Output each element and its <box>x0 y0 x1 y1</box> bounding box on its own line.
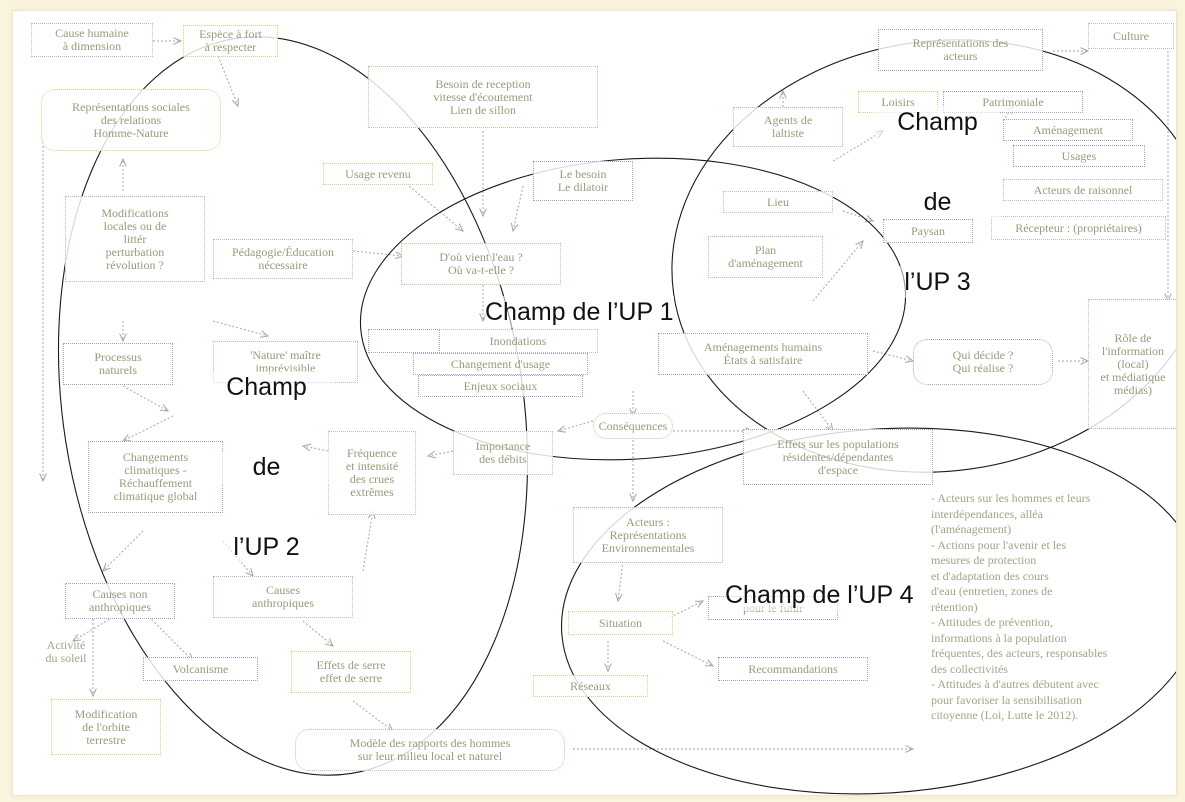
node-acteurs-representations: Acteurs : Représentations Environnementa… <box>573 507 723 563</box>
node-usage-revenu: Usage revenu <box>323 163 433 185</box>
connector <box>618 560 624 601</box>
node-pedagogie: Pédagogie/Éducation nécessaire <box>213 239 353 279</box>
node-usages: Usages <box>1013 145 1145 167</box>
node-espece-respecter: Espèce à fort à respecter <box>183 25 278 57</box>
text-activite-soleil: Activité du soleil <box>45 638 87 665</box>
connector <box>303 446 329 452</box>
node-representations-acteurs: Représentations des acteurs <box>878 29 1043 71</box>
connector <box>302 620 333 646</box>
connector <box>872 350 913 361</box>
node-le-besoin: Le besoin Le dilatoir <box>533 161 633 201</box>
node-modification-orbite: Modification de l'orbite terrestre <box>51 699 161 755</box>
connector <box>662 601 703 622</box>
connector <box>513 185 524 231</box>
connector <box>558 420 594 431</box>
field-label-up1: Champ de l’UP 1 <box>485 296 674 328</box>
diagram-canvas: Cause humaine à dimension Espèce à fort … <box>12 10 1177 796</box>
field-label-up2-line2: de <box>199 451 334 483</box>
node-importance-debits: Importance des débits <box>453 431 553 475</box>
field-label-up2-line1: Champ <box>199 371 334 403</box>
connector <box>352 700 393 731</box>
node-dou-vient-leau: D'où vient l'eau ? Où va-t-elle ? <box>401 243 561 285</box>
node-situation: Situation <box>568 611 673 635</box>
connector <box>428 450 454 456</box>
node-role-information: Rôle de l'information (local) et médiati… <box>1088 299 1176 429</box>
node-processus-naturels: Processus naturels <box>63 343 173 385</box>
connector <box>212 320 268 336</box>
connector <box>1002 106 1013 122</box>
node-qui-decide: Qui décide ? Qui réalise ? <box>913 339 1053 385</box>
field-label-up3-line3: l’UP 3 <box>875 266 1000 298</box>
node-reseaux: Réseaux <box>533 675 648 697</box>
field-label-up4: Champ de l’UP 4 <box>725 579 914 611</box>
node-recepteur: Récepteur : (propriétaires) <box>991 216 1166 240</box>
node-changement-usage: Changement d'usage <box>413 353 588 375</box>
notes-actions: - Acteurs sur les hommes et leurs interd… <box>931 491 1108 722</box>
connector <box>662 640 713 666</box>
node-plan-amenagement: Plan d'aménagement <box>708 236 823 278</box>
connector <box>802 390 833 431</box>
node-modele-rapports: Modèle des rapports des hommes sur leur … <box>295 729 565 771</box>
connector <box>123 415 174 441</box>
node-volcanisme: Volcanisme <box>143 657 258 681</box>
connector <box>832 131 883 162</box>
field-label-up3-line1: Champ <box>875 106 1000 138</box>
node-enjeux-sociaux: Enjeux sociaux <box>418 375 583 397</box>
node-representations-sociales: Représentations sociales des relations H… <box>41 89 221 151</box>
field-label-up3-line2: de <box>875 186 1000 218</box>
node-agents-laltiste: Agents de laltiste <box>733 107 843 147</box>
node-amenagements-humains: Aménagements humains États à satisfaire <box>658 333 868 375</box>
node-frequence-intensite: Fréquence et intensité des crues extrême… <box>328 431 416 515</box>
node-acteurs-raisonnel: Acteurs de raisonnel <box>1003 179 1163 201</box>
node-causes-anthropiques: Causes anthropiques <box>213 576 353 618</box>
node-left-stub <box>368 329 440 353</box>
connector <box>352 250 403 256</box>
node-effets-serre: Effets de serre effet de serre <box>291 651 411 693</box>
node-paysan: Paysan <box>883 219 973 243</box>
field-label-up2-line3: l’UP 2 <box>199 531 334 563</box>
node-effets-populations: Effets sur les populations résidentes/dé… <box>743 429 933 485</box>
connector <box>362 511 373 572</box>
node-besoin-reception: Besoin de reception vitesse d'écoutement… <box>368 66 598 128</box>
connector <box>217 55 238 106</box>
connector <box>842 210 873 221</box>
node-amenagement: Aménagement <box>1003 119 1133 141</box>
node-patrimoniale: Patrimoniale <box>943 91 1083 113</box>
node-culture: Culture <box>1088 23 1174 49</box>
node-consequences: Conséquences <box>593 413 673 439</box>
connector <box>103 530 144 571</box>
node-recommandations: Recommandations <box>718 657 868 681</box>
node-causes-non-anthropiques: Causes non anthropiques <box>65 583 175 619</box>
node-inondations: Inondations <box>438 329 598 353</box>
node-cause-humaine: Cause humaine à dimension <box>31 23 153 57</box>
node-lieu: Lieu <box>723 191 833 213</box>
connector <box>812 241 863 302</box>
connector <box>402 180 463 231</box>
connector <box>122 385 168 411</box>
node-modifications-locales: Modifications locales ou de littér pertu… <box>65 196 205 282</box>
